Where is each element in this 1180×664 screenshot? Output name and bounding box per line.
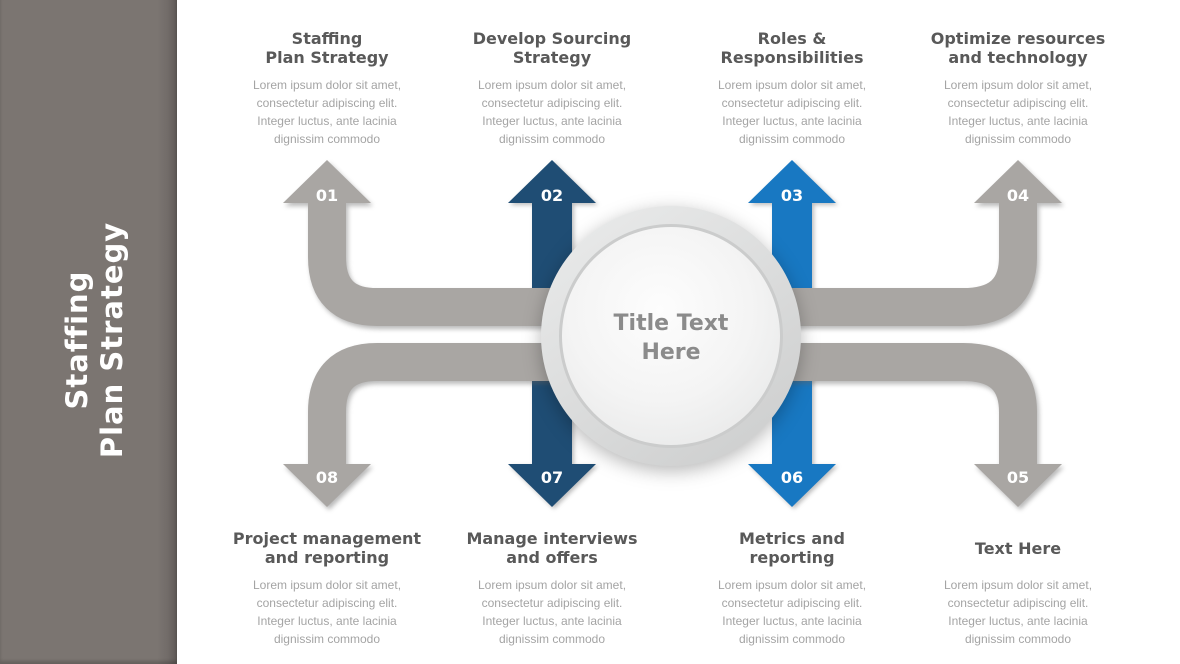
lorem-line: consectetur adipiscing elit. [721, 596, 863, 610]
arrow-head-05 [974, 464, 1062, 507]
item-03-body: Lorem ipsum dolor sit amet, consectetur … [677, 76, 907, 148]
item-07-body: Lorem ipsum dolor sit amet, consectetur … [437, 576, 667, 648]
lorem-line: consectetur adipiscing elit. [256, 96, 398, 110]
item-03-title-line2: Responsibilities [720, 48, 864, 67]
item-08-title-line1: Project management [232, 529, 422, 548]
lorem-line: Integer luctus, ante lacinia [257, 614, 397, 628]
item-02-block: Develop Sourcing Strategy Lorem ipsum do… [437, 28, 667, 148]
item-06-title: Metrics and reporting [677, 528, 907, 568]
arrow-number-02: 02 [541, 186, 563, 205]
item-06-title-line1: Metrics and [738, 529, 845, 548]
lorem-line: dignissim commodo [964, 132, 1072, 146]
lorem-line: Integer luctus, ante lacinia [482, 614, 622, 628]
item-02-title: Develop Sourcing Strategy [437, 28, 667, 68]
item-08-title-line2: and reporting [264, 548, 390, 567]
lorem-line: Lorem ipsum dolor sit amet, [717, 578, 867, 592]
lorem-line: Lorem ipsum dolor sit amet, [477, 78, 627, 92]
lorem-line: dignissim commodo [273, 132, 381, 146]
item-03-title-line1: Roles & [757, 29, 827, 48]
center-circle: Title Text Here [541, 206, 801, 466]
lorem-line: consectetur adipiscing elit. [721, 96, 863, 110]
item-07-title-line2: and offers [506, 548, 598, 567]
arrow-number-01: 01 [316, 186, 338, 205]
lorem-line: dignissim commodo [738, 132, 846, 146]
item-01-title-line1: Staffing [291, 29, 363, 48]
arrow-number-06: 06 [781, 468, 803, 487]
item-07-block: Manage interviews and offers Lorem ipsum… [437, 528, 667, 648]
center-title-line2: Here [641, 340, 700, 365]
center-circle-disc [562, 227, 780, 445]
item-05-title: Text Here [903, 528, 1133, 568]
arrow-number-08: 08 [316, 468, 338, 487]
lorem-line: dignissim commodo [738, 632, 846, 646]
item-08-block: Project management and reporting Lorem i… [212, 528, 442, 648]
lorem-line: consectetur adipiscing elit. [947, 596, 1089, 610]
lorem-line: Integer luctus, ante lacinia [257, 114, 397, 128]
lorem-line: Integer luctus, ante lacinia [948, 614, 1088, 628]
item-05-title-line1: Text Here [974, 538, 1062, 558]
arrow-head-04 [974, 160, 1062, 203]
lorem-line: dignissim commodo [273, 632, 381, 646]
item-05-block: Text Here Lorem ipsum dolor sit amet, co… [903, 528, 1133, 648]
lorem-line: Integer luctus, ante lacinia [722, 614, 862, 628]
lorem-line: Integer luctus, ante lacinia [948, 114, 1088, 128]
arrow-head-03 [748, 160, 836, 203]
item-04-title-line2: and technology [948, 48, 1088, 67]
lorem-line: consectetur adipiscing elit. [256, 596, 398, 610]
arrow-head-08 [283, 464, 371, 507]
item-02-title-line2: Strategy [512, 48, 592, 67]
lorem-line: Lorem ipsum dolor sit amet, [252, 578, 402, 592]
lorem-line: Lorem ipsum dolor sit amet, [943, 78, 1093, 92]
arrow-number-04: 04 [1007, 186, 1029, 205]
lorem-line: Lorem ipsum dolor sit amet, [717, 78, 867, 92]
lorem-line: Integer luctus, ante lacinia [482, 114, 622, 128]
center-title-line1: Title Text [614, 311, 729, 336]
item-02-body: Lorem ipsum dolor sit amet, consectetur … [437, 76, 667, 148]
lorem-line: Lorem ipsum dolor sit amet, [943, 578, 1093, 592]
item-08-title: Project management and reporting [212, 528, 442, 568]
item-02-title-line1: Develop Sourcing [472, 29, 632, 48]
lorem-line: dignissim commodo [498, 132, 606, 146]
lorem-line: dignissim commodo [498, 632, 606, 646]
item-06-block: Metrics and reporting Lorem ipsum dolor … [677, 528, 907, 648]
item-01-block: Staffing Plan Strategy Lorem ipsum dolor… [212, 28, 442, 148]
item-04-block: Optimize resources and technology Lorem … [903, 28, 1133, 148]
arrow-number-03: 03 [781, 186, 803, 205]
arrow-number-05: 05 [1007, 468, 1029, 487]
item-04-title-line1: Optimize resources [930, 29, 1106, 48]
lorem-line: consectetur adipiscing elit. [481, 96, 623, 110]
lorem-line: Lorem ipsum dolor sit amet, [252, 78, 402, 92]
lorem-line: Integer luctus, ante lacinia [722, 114, 862, 128]
lorem-line: consectetur adipiscing elit. [481, 596, 623, 610]
item-07-title: Manage interviews and offers [437, 528, 667, 568]
lorem-line: consectetur adipiscing elit. [947, 96, 1089, 110]
item-01-body: Lorem ipsum dolor sit amet, consectetur … [212, 76, 442, 148]
sidebar-panel: Staffing Plan Strategy [0, 0, 177, 664]
lorem-line: Lorem ipsum dolor sit amet, [477, 578, 627, 592]
item-01-title-line2: Plan Strategy [265, 48, 389, 67]
item-03-block: Roles & Responsibilities Lorem ipsum dol… [677, 28, 907, 148]
item-04-body: Lorem ipsum dolor sit amet, consectetur … [903, 76, 1133, 148]
item-06-body: Lorem ipsum dolor sit amet, consectetur … [677, 576, 907, 648]
item-06-title-line2: reporting [749, 548, 835, 567]
item-03-title: Roles & Responsibilities [677, 28, 907, 68]
item-01-title: Staffing Plan Strategy [212, 28, 442, 68]
item-04-title: Optimize resources and technology [903, 28, 1133, 68]
arrow-head-02 [508, 160, 596, 203]
item-07-title-line1: Manage interviews [466, 529, 638, 548]
item-05-body: Lorem ipsum dolor sit amet, consectetur … [903, 576, 1133, 648]
item-08-body: Lorem ipsum dolor sit amet, consectetur … [212, 576, 442, 648]
arrow-number-07: 07 [541, 468, 563, 487]
arrow-head-07 [508, 464, 596, 507]
arrow-head-01 [283, 160, 371, 203]
arrow-head-06 [748, 464, 836, 507]
lorem-line: dignissim commodo [964, 632, 1072, 646]
